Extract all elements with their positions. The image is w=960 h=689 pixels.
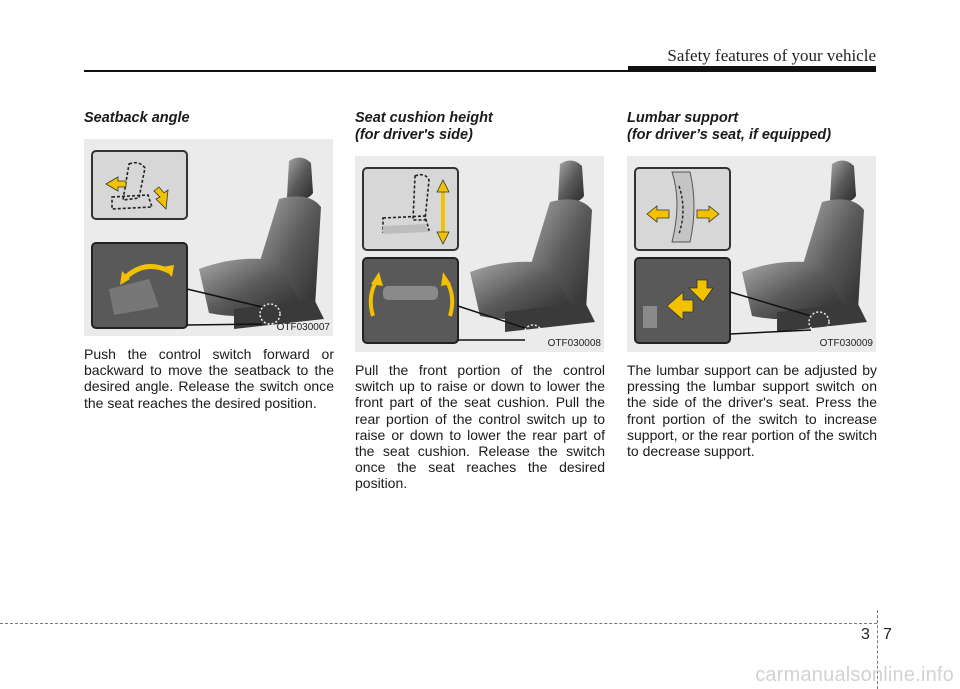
- section-title: Seat cushion height: [355, 110, 493, 126]
- section-lumbar-support: Lumbar support (for driver’s seat, if eq…: [627, 110, 877, 459]
- seatback-illustration: [91, 150, 324, 329]
- chapter-number: 3: [861, 626, 870, 643]
- page-number: 7: [883, 626, 892, 643]
- lumbar-figure: OTF030009: [627, 156, 876, 352]
- section-title: Seatback angle: [84, 110, 190, 126]
- section-title: Lumbar support: [627, 110, 739, 126]
- seatback-figure: OTF030007: [84, 139, 333, 336]
- section-subtitle: (for driver’s seat, if equipped): [627, 127, 832, 143]
- section-seatback-angle: Seatback angle: [84, 110, 334, 411]
- figure-code: OTF030007: [276, 322, 330, 333]
- section-subtitle: (for driver's side): [355, 127, 473, 143]
- header-tab: [628, 66, 876, 72]
- watermark: carmanualsonline.info: [755, 664, 954, 686]
- cushion-figure: OTF030008: [355, 156, 604, 352]
- figure-code: OTF030009: [819, 338, 873, 349]
- lumbar-illustration: [634, 160, 867, 344]
- header-rule: [84, 70, 876, 72]
- section-body: Pull the front portion of the control sw…: [355, 362, 605, 492]
- cushion-illustration: [362, 160, 595, 344]
- footer-rule: [0, 623, 877, 624]
- section-seat-cushion-height: Seat cushion height (for driver's side): [355, 110, 605, 492]
- section-body: The lumbar support can be adjusted by pr…: [627, 362, 877, 460]
- section-body: Push the control switch forward or backw…: [84, 346, 334, 411]
- footer-divider: [877, 610, 878, 689]
- figure-code: OTF030008: [547, 338, 601, 349]
- header-title: Safety features of your vehicle: [667, 46, 876, 65]
